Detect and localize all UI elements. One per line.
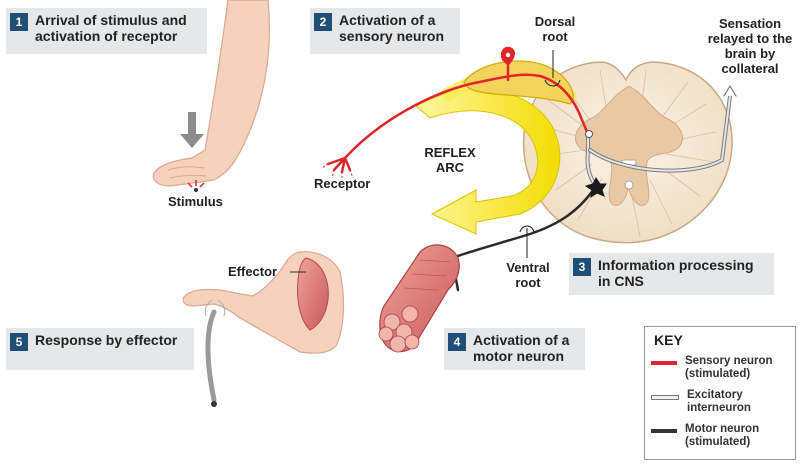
key-title: KEY [654, 332, 683, 348]
key-legend: KEY Sensory neuron (stimulated) Excitato… [644, 326, 796, 460]
step-4-number: 4 [448, 333, 466, 351]
step-1-box: 1 Arrival of stimulus and activation of … [6, 8, 207, 54]
ventral-root-label: Ventral root [506, 260, 550, 290]
motor-neuron-cell-body [584, 177, 607, 199]
step-4-box: 4 Activation of a motor neuron [444, 328, 585, 370]
motor-swatch [651, 429, 677, 433]
interneuron-swatch [651, 395, 679, 400]
ventral-root-pointer [519, 225, 535, 258]
step-5-number: 5 [10, 333, 28, 351]
sensory-swatch [651, 361, 677, 365]
step-3-box: 3 Information processing in CNS [569, 253, 774, 295]
key-label-sensory: Sensory neuron (stimulated) [685, 355, 773, 380]
key-item-sensory: Sensory neuron (stimulated) [651, 355, 795, 381]
step-2-text: Activation of a sensory neuron [339, 12, 445, 44]
reflex-arc-label: REFLEX ARC [424, 145, 476, 175]
step-5-text: Response by effector [35, 332, 178, 348]
key-label-motor: Motor neuron (stimulated) [685, 423, 760, 448]
dorsal-root-label: Dorsal root [534, 14, 576, 44]
key-item-motor: Motor neuron (stimulated) [651, 423, 795, 449]
key-item-interneuron: Excitatory interneuron [651, 389, 795, 415]
step-5-box: 5 Response by effector [6, 328, 194, 370]
stimulus-down-arrow [180, 112, 204, 148]
step-2-number: 2 [314, 13, 332, 31]
effector-arm-illustration [182, 251, 345, 354]
step-1-number: 1 [10, 13, 28, 31]
stimulus-arm-illustration [152, 0, 270, 187]
receptor-endings [321, 163, 354, 180]
step-2-box: 2 Activation of a sensory neuron [310, 8, 460, 54]
stimulus-label: Stimulus [168, 194, 223, 209]
sensory-neuron [326, 64, 590, 174]
effector-label: Effector [228, 264, 278, 279]
dorsal-root-ganglion [463, 46, 574, 105]
step-4-text: Activation of a motor neuron [473, 332, 570, 364]
muscle-bundle [378, 244, 460, 353]
key-label-interneuron: Excitatory interneuron [687, 389, 751, 414]
sensation-label: Sensation relayed to the brain by collat… [707, 16, 793, 76]
step-3-text: Information processing in CNS [598, 257, 754, 289]
receptor-label: Receptor [314, 176, 371, 191]
response-arrow [204, 299, 226, 407]
dorsal-root-pointer [544, 50, 561, 87]
step-1-text: Arrival of stimulus and activation of re… [35, 12, 187, 44]
step-3-number: 3 [573, 258, 591, 276]
stimulus-mark [187, 180, 205, 192]
